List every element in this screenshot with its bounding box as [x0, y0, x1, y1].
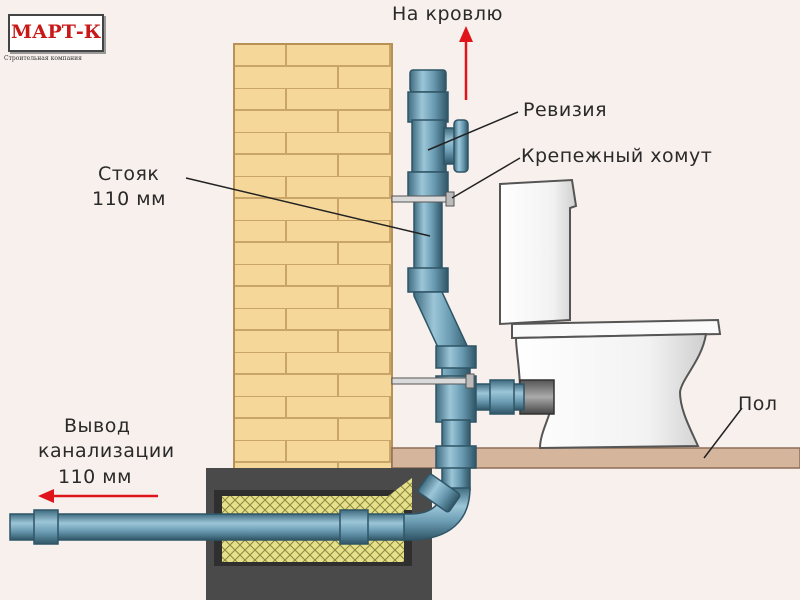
outlet-label-line2: канализации: [38, 440, 175, 462]
clamp-label: Крепежный хомут: [521, 145, 713, 167]
riser-bottom-socket: [435, 445, 477, 469]
revision-leader: [427, 111, 519, 151]
outlet-label-line3: 110 мм: [58, 466, 132, 488]
toilet-seat: [511, 318, 722, 340]
riser-bend-socket: [435, 345, 477, 369]
riser-leader: [185, 177, 431, 237]
toilet-branch-socket: [489, 379, 515, 415]
riser-label-line1: Стояк: [98, 163, 160, 185]
brick-wall: [233, 43, 393, 471]
toilet-tank: [499, 178, 578, 326]
mounting-clamp-lower: [391, 373, 475, 389]
outlet-label-line1: Вывод: [64, 415, 131, 437]
riser-socket: [407, 91, 449, 123]
pipe-insulation-corner: [388, 478, 412, 510]
riser-lower-socket: [407, 171, 449, 199]
elbow-socket: [417, 473, 461, 513]
mounting-clamp-upper: [391, 191, 455, 207]
outlet-pipe: [9, 513, 405, 541]
clamp-leader: [451, 157, 521, 199]
roof-label: На кровлю: [392, 3, 503, 25]
revision-cap: [453, 119, 469, 173]
toilet-bowl: [514, 332, 708, 450]
logo-name: МАРТ-К: [10, 21, 102, 43]
riser-top-socket: [409, 69, 447, 93]
riser-offset-bend: [413, 291, 471, 385]
floor-leader: [703, 407, 743, 459]
floor-label: Пол: [738, 393, 778, 415]
company-logo: МАРТ-К Строительная компания: [4, 10, 104, 62]
logo-subtitle: Строительная компания: [4, 55, 82, 62]
toilet-cuff: [519, 379, 555, 415]
outlet-arrow: [38, 489, 158, 503]
riser-label-line2: 110 мм: [92, 188, 166, 210]
riser-socket-3: [407, 267, 449, 293]
toilet: [499, 178, 722, 450]
revision-label: Ревизия: [523, 99, 608, 121]
outlet-pipe-socket-right: [339, 509, 369, 545]
revision-body: [411, 119, 447, 173]
outlet-pipe-socket-left: [33, 509, 59, 545]
logo-badge: МАРТ-К: [8, 14, 104, 52]
roof-arrow: [459, 26, 473, 100]
